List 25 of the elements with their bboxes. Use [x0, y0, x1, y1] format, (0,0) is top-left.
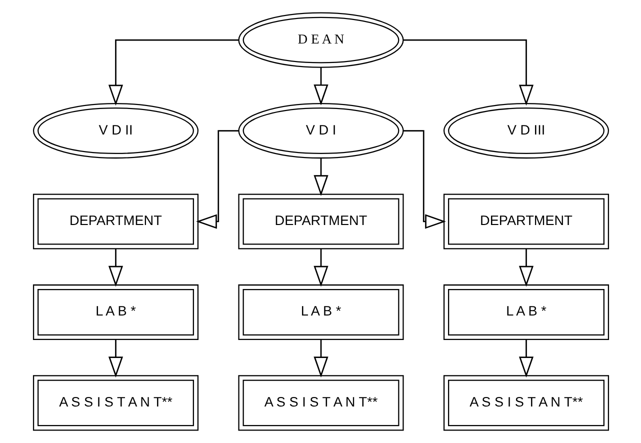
node-box: DEPARTMENT	[32, 194, 198, 250]
arrow	[313, 339, 328, 378]
arrow	[313, 67, 328, 106]
arrow	[313, 248, 328, 287]
node-box: DEPARTMENT	[442, 194, 609, 250]
arrow	[402, 130, 446, 229]
node-box: A S S I S T A N T**	[32, 375, 198, 431]
node-ellipse: V D III	[442, 103, 609, 159]
arrow	[196, 130, 238, 229]
arrow	[518, 339, 534, 378]
arrow	[313, 158, 328, 196]
node-box: L A B *	[238, 284, 404, 340]
node-ellipse: V D II	[32, 103, 198, 159]
node-box: A S S I S T A N T**	[238, 375, 404, 431]
node-ellipse: V D I	[238, 103, 404, 159]
node-box: DEPARTMENT	[238, 194, 404, 250]
node-box: A S S I S T A N T**	[442, 375, 609, 431]
node-ellipse: D E A N	[238, 12, 404, 68]
arrow	[108, 248, 123, 287]
arrow	[108, 39, 238, 106]
node-box: L A B *	[32, 284, 198, 340]
arrow	[402, 39, 534, 106]
node-box: L A B *	[442, 284, 609, 340]
arrow	[108, 339, 123, 378]
arrow	[518, 248, 534, 287]
